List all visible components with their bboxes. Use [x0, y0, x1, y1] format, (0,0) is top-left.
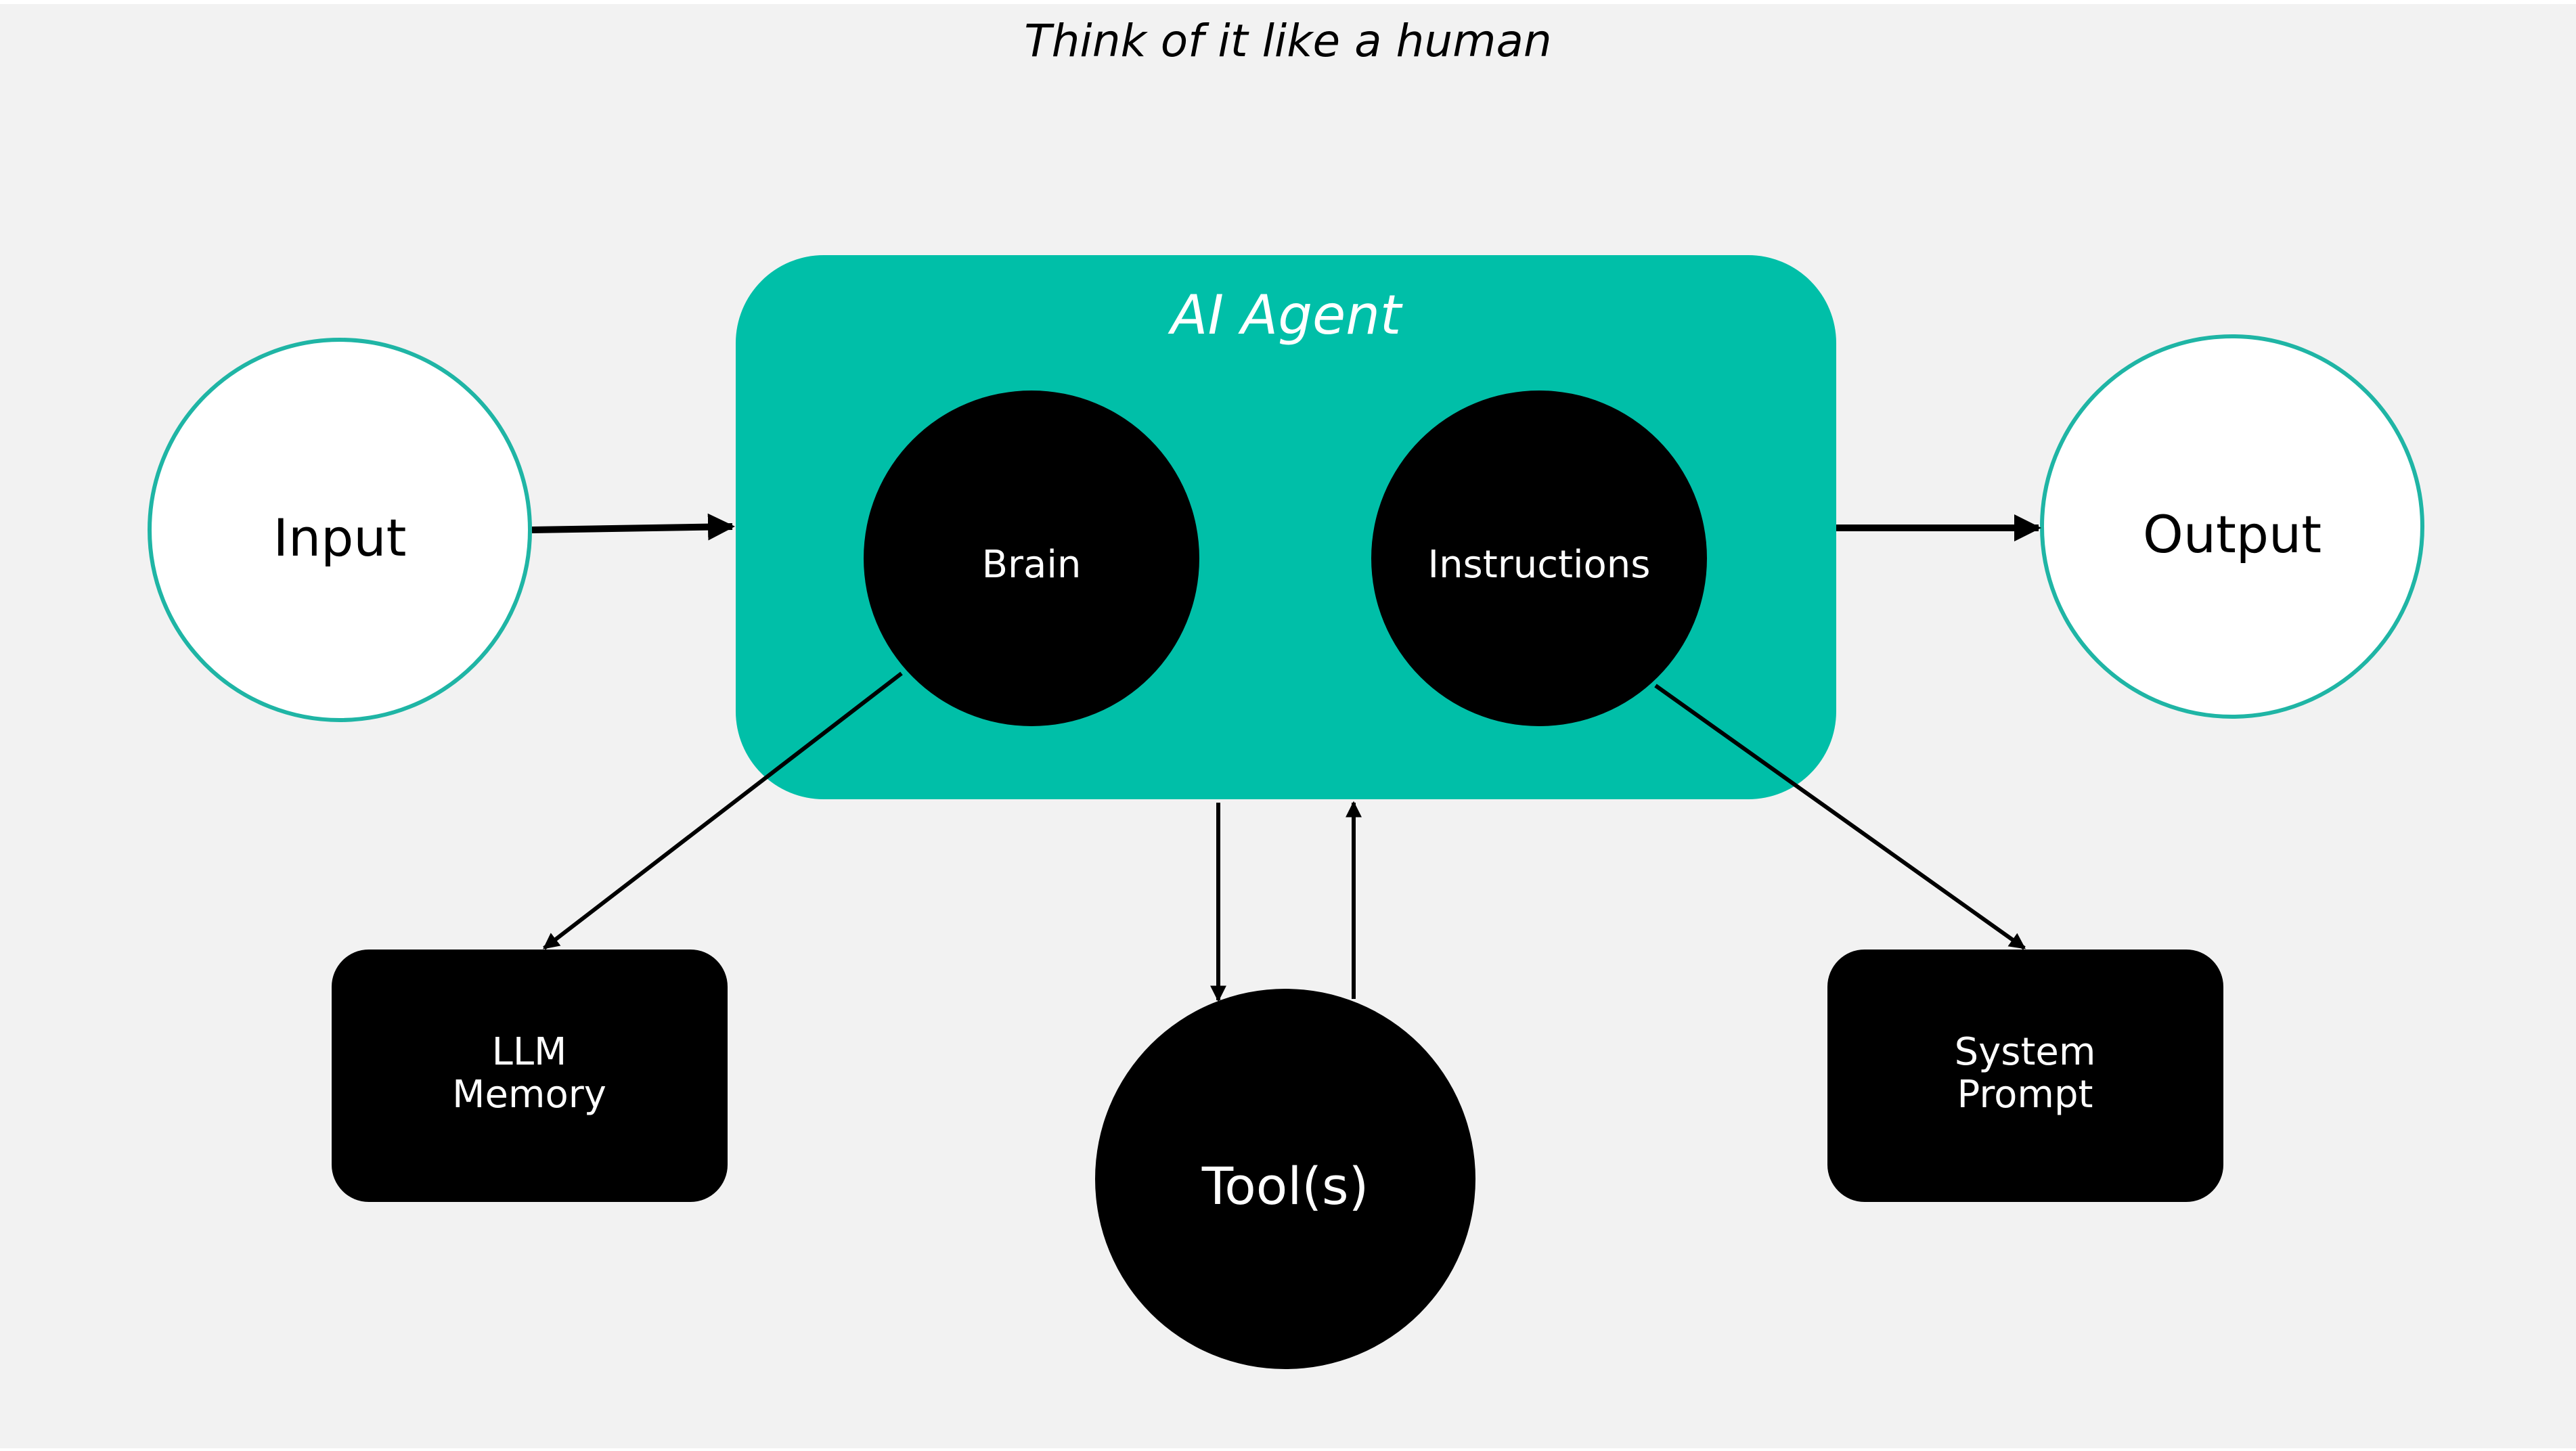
system-prompt-label-line1: System — [1955, 1030, 2096, 1074]
llm-memory-label-line1: LLM — [492, 1030, 567, 1074]
input-label: Input — [273, 508, 407, 568]
input-circle — [148, 338, 532, 722]
arrow-input-to-agent — [531, 513, 735, 541]
system-prompt-box — [1827, 950, 2223, 1202]
tools-circle — [1095, 989, 1475, 1369]
llm-memory-box — [332, 950, 728, 1202]
instructions-label: Instructions — [1428, 543, 1651, 587]
instructions-circle — [1371, 390, 1707, 726]
system-prompt-label-line2: Prompt — [1957, 1073, 2093, 1117]
llm-memory-label-line2: Memory — [452, 1073, 606, 1117]
output-circle — [2040, 334, 2424, 719]
input-node: Input — [148, 338, 532, 722]
brain-label: Brain — [982, 543, 1082, 587]
subtitle: Think of it like a human — [1024, 15, 1551, 67]
output-label: Output — [2143, 504, 2322, 564]
tools-label: Tool(s) — [1201, 1156, 1369, 1216]
system-prompt-node: System Prompt — [1827, 950, 2223, 1202]
arrow-instructions-to-prompt — [1654, 684, 2026, 950]
llm-memory-node: LLM Memory — [332, 950, 728, 1202]
ai-agent-label: AI Agent — [1168, 284, 1403, 347]
output-node: Output — [2040, 334, 2424, 719]
arrow-brain-to-memory — [543, 671, 903, 950]
tools-node: Tool(s) — [1095, 989, 1475, 1369]
brain-node: Brain — [864, 390, 1199, 726]
instructions-node: Instructions — [1371, 390, 1707, 726]
brain-circle — [864, 390, 1199, 726]
